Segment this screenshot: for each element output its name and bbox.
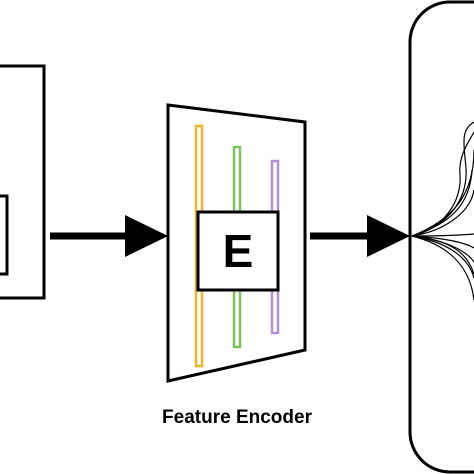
output-panel-frame <box>408 0 474 474</box>
output-curve-bundle <box>411 121 474 301</box>
encoder-letter: E <box>223 225 254 277</box>
input-panel <box>0 64 46 300</box>
arrow-input-to-encoder <box>50 215 168 257</box>
encoder-label-box <box>196 210 280 292</box>
feature-encoder-block: E <box>166 103 307 383</box>
output-panel <box>408 0 474 474</box>
input-panel-inner-box <box>0 194 9 276</box>
arrow-encoder-to-output <box>310 215 410 257</box>
input-panel-frame <box>0 64 46 300</box>
encoder-caption: Feature Encoder <box>162 407 313 428</box>
